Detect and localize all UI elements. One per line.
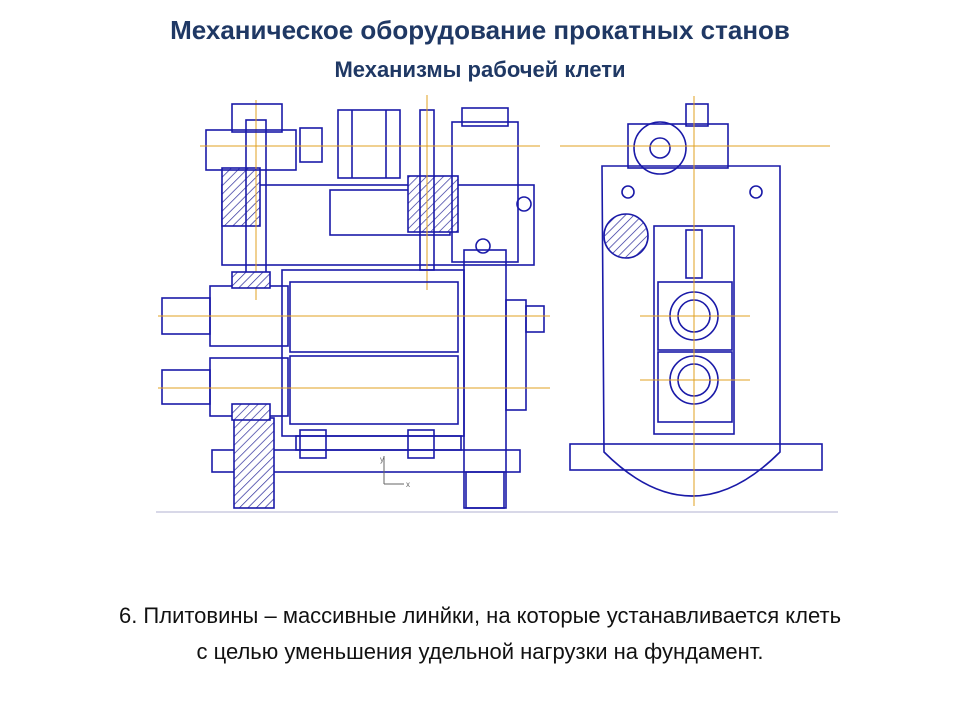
front-view xyxy=(158,95,550,509)
right-gearbox-bolt xyxy=(475,238,491,254)
housing-post xyxy=(463,249,507,509)
lower-roll xyxy=(289,355,459,425)
caption-line-2: с целью уменьшения удельной нагрузки на … xyxy=(196,639,764,664)
right-gearbox xyxy=(451,121,519,263)
axis-label-x: x xyxy=(406,480,410,489)
side-lever-hatch xyxy=(603,213,649,259)
slide-title: Механическое оборудование прокатных стан… xyxy=(170,15,790,45)
upper-frame xyxy=(221,184,535,266)
side-view xyxy=(560,96,830,506)
coupling-hatch-lower xyxy=(231,403,271,421)
foundation-block xyxy=(233,417,275,509)
top-nut-left xyxy=(299,127,323,163)
housing-post-lower xyxy=(465,471,505,509)
rolling-stand-drawing: y x xyxy=(156,95,838,513)
lower-spindle xyxy=(161,369,211,405)
side-top-gear xyxy=(633,121,687,175)
caption: 6. Плитовины – массивные линйки, на кото… xyxy=(20,598,940,670)
right-gearbox-top xyxy=(461,107,509,127)
side-base-plate xyxy=(569,443,823,471)
hatch-mid-top xyxy=(407,175,459,233)
roll-frame xyxy=(281,269,465,437)
caption-line-1: 6. Плитовины – массивные линйки, на кото… xyxy=(118,603,842,628)
axis-label-y: y xyxy=(380,455,384,464)
side-chock-bottom xyxy=(657,351,733,423)
upper-roll xyxy=(289,281,459,353)
front-base-ledge xyxy=(295,435,462,451)
slide-subtitle: Механизмы рабочей клети xyxy=(334,57,626,82)
hatch-left-top xyxy=(221,167,261,227)
drive-motor xyxy=(337,109,401,179)
coupling-hatch-upper xyxy=(231,271,271,289)
side-housing xyxy=(601,165,781,497)
top-gear-left xyxy=(231,103,283,133)
side-clamp xyxy=(505,299,527,411)
top-gear-left-box xyxy=(205,129,297,171)
